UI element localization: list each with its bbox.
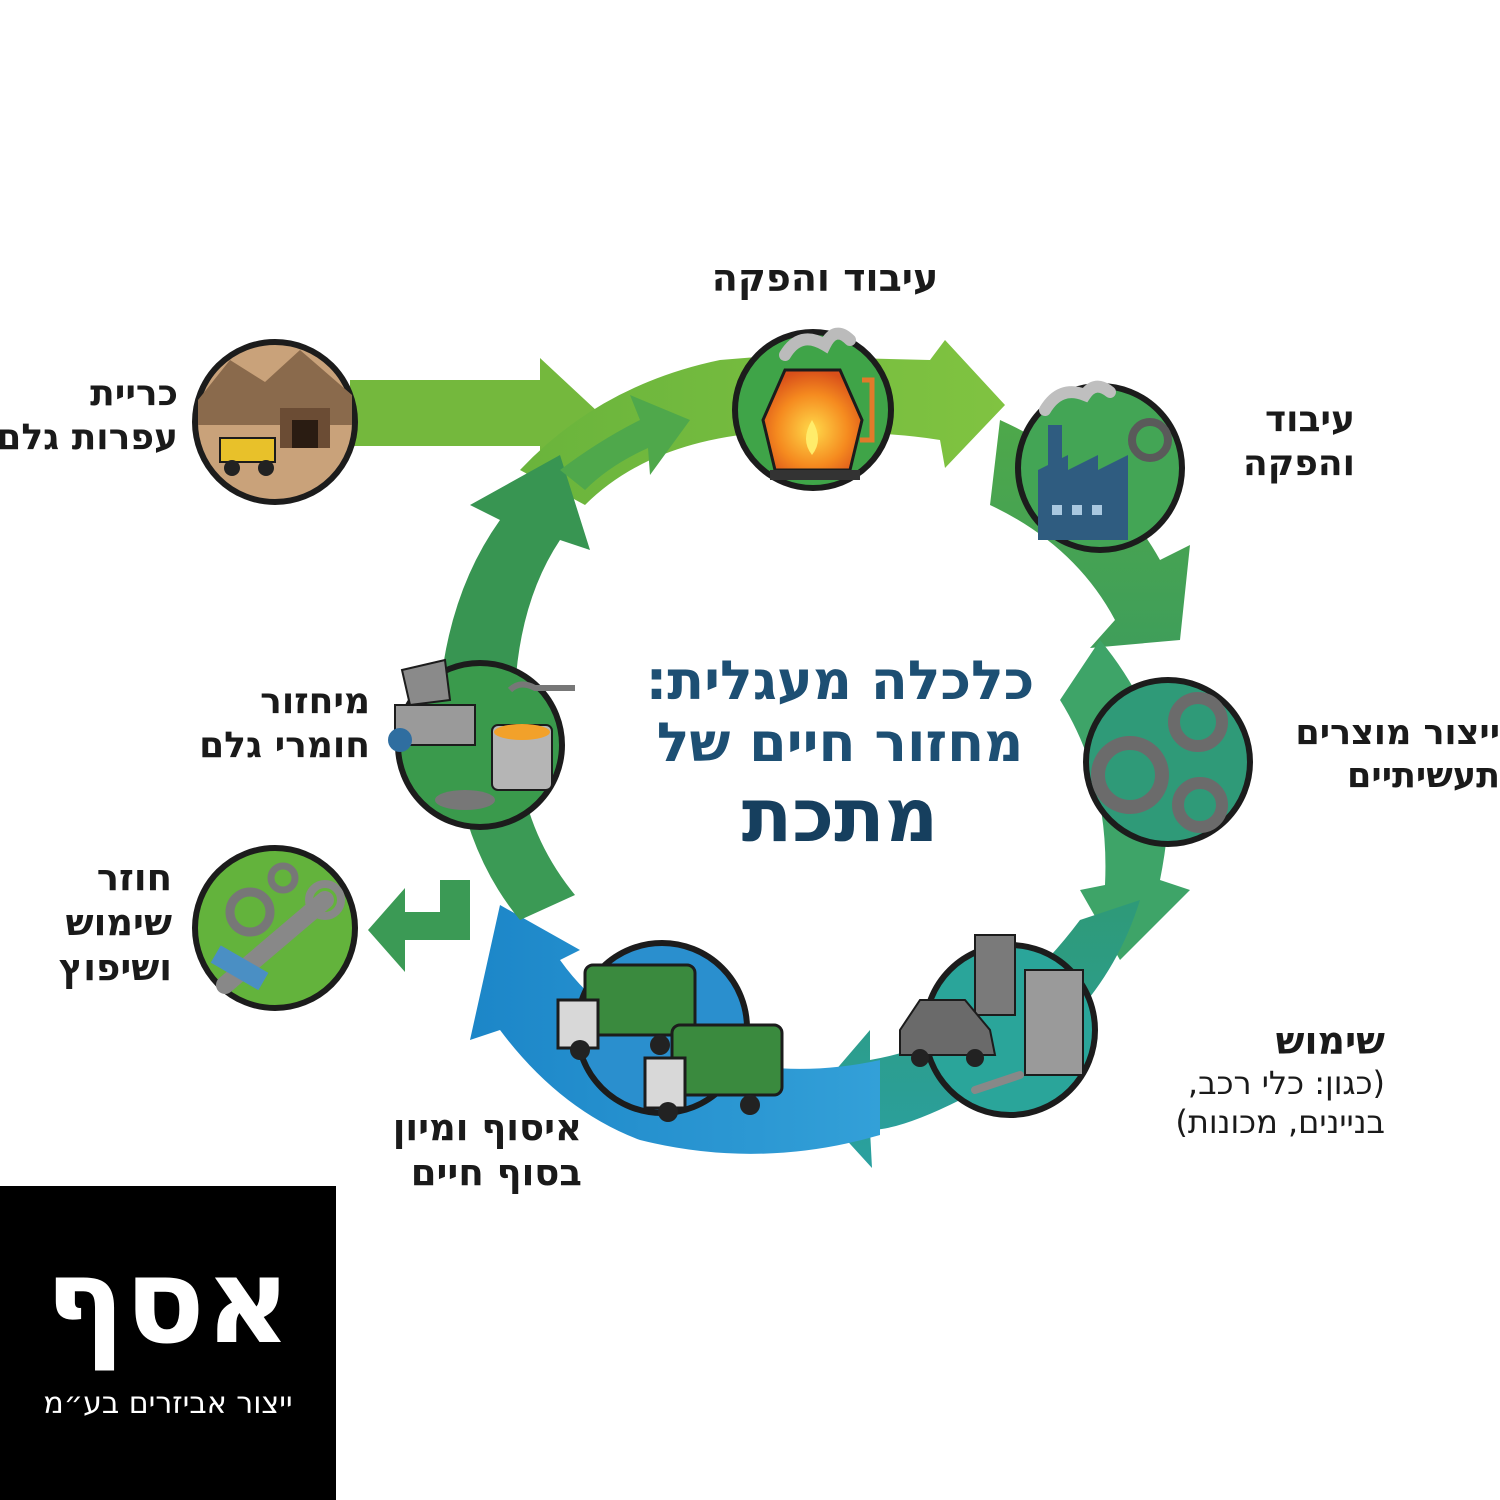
mining-input-arrow bbox=[350, 358, 598, 466]
title-line1: כלכלה מעגלית: bbox=[645, 649, 1035, 712]
reuse-output-arrow bbox=[368, 880, 470, 972]
usage-line2: (כגון: כלי רכב, bbox=[1187, 1064, 1385, 1103]
stage-label-smelting: עיבוד והפקה bbox=[690, 255, 960, 301]
gears-icon bbox=[1083, 677, 1253, 847]
processing-line2: והפקה bbox=[1242, 442, 1355, 484]
mining-line2: עפרות גלם bbox=[0, 416, 178, 458]
smelting-line1: עיבוד והפקה bbox=[711, 256, 939, 300]
reuse-line3: ושיפוץ bbox=[58, 946, 172, 990]
collection-line1: איסוף ומיון bbox=[392, 1106, 582, 1149]
stage-label-manufacturing: ייצור מוצרים תעשיתיים bbox=[1262, 712, 1500, 797]
logo-word: אסף bbox=[45, 1232, 291, 1370]
recycling-truck-icon bbox=[556, 940, 784, 1122]
wrench-gear-icon bbox=[192, 845, 358, 1011]
stage-label-reuse: חוזר שימוש ושיפוץ bbox=[30, 855, 172, 990]
reuse-line1: חוזר bbox=[96, 856, 172, 899]
manufacturing-line1: ייצור מוצרים bbox=[1295, 713, 1500, 753]
stage-label-usage: שימוש (כגון: כלי רכב, בניינים, מכונות) bbox=[1130, 1018, 1385, 1142]
mine-truck-icon bbox=[192, 339, 358, 505]
shredder-ladle-icon bbox=[388, 658, 575, 830]
usage-line3: בניינים, מכונות) bbox=[1175, 1103, 1385, 1142]
collection-line2: בסוף חיים bbox=[410, 1151, 582, 1195]
title-line2: מחזור חיים של bbox=[656, 711, 1024, 774]
recycling-line2: חומרי גלם bbox=[199, 724, 370, 766]
title-line3: מתכת bbox=[741, 773, 939, 859]
processing-line1: עיבוד bbox=[1264, 399, 1355, 440]
stage-label-mining: כריית עפרות גלם bbox=[0, 372, 178, 460]
stage-label-collection: איסוף ומיון בסוף חיים bbox=[350, 1105, 582, 1195]
manufacturing-line2: תעשיתיים bbox=[1347, 755, 1500, 796]
stage-label-processing: עיבוד והפקה bbox=[1215, 398, 1355, 486]
mining-line1: כריית bbox=[90, 373, 178, 414]
factory-icon bbox=[1015, 380, 1185, 553]
furnace-icon bbox=[732, 327, 894, 491]
reuse-line2: שימוש bbox=[65, 901, 172, 945]
recycling-line1: מיחזור bbox=[260, 681, 370, 722]
stage-label-recycling: מיחזור חומרי גלם bbox=[168, 680, 370, 768]
car-building-icon bbox=[899, 934, 1098, 1118]
usage-line1: שימוש bbox=[1275, 1019, 1385, 1063]
page-title: כלכלה מעגלית: מחזור חיים של מתכת bbox=[560, 649, 1120, 859]
company-logo: אסף ייצור אביזרים בע״מ bbox=[0, 1186, 336, 1500]
logo-tagline: ייצור אביזרים בע״מ bbox=[43, 1386, 293, 1421]
